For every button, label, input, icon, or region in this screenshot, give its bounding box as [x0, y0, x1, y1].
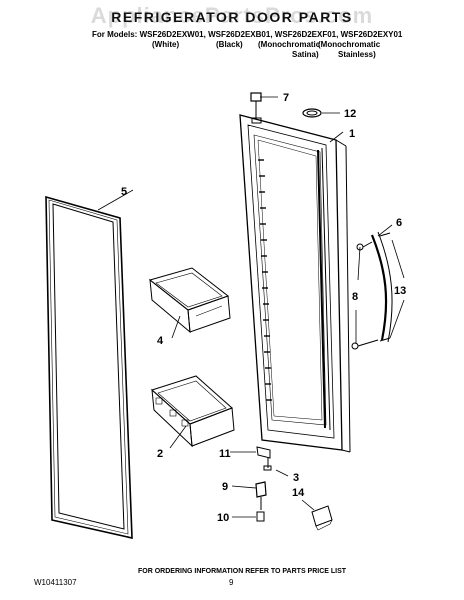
callout-leader-lines — [97, 96, 405, 518]
model-number: WSF26D2EXB01 — [208, 30, 271, 39]
door-gasket-part — [45, 195, 133, 540]
ordering-info-note: FOR ORDERING INFORMATION REFER TO PARTS … — [138, 568, 347, 575]
finish-monochromatic-stainless-line2: Stainless) — [338, 50, 376, 59]
model-number: WSF26D2EXW01 — [139, 30, 204, 39]
callout-3: 3 — [293, 472, 299, 484]
page-title: REFRIGERATOR DOOR PARTS — [111, 9, 353, 25]
door-shelf-rails — [258, 159, 272, 401]
callout-2: 2 — [157, 448, 163, 460]
door-assembly-part — [239, 114, 351, 453]
callout-10: 10 — [217, 512, 229, 524]
callout-4: 4 — [157, 335, 164, 347]
model-number: WSF26D2EXY01 — [340, 30, 403, 39]
page-number: 9 — [229, 578, 234, 587]
callout-6: 6 — [396, 217, 402, 229]
bottom-hinge-parts — [255, 446, 333, 531]
document-number: W10411307 — [34, 578, 77, 587]
upper-door-bin-part — [148, 267, 231, 334]
model-number: WSF26D2EXF01 — [274, 30, 337, 39]
callout-9: 9 — [222, 481, 228, 493]
callout-13: 13 — [394, 285, 406, 297]
callout-5: 5 — [121, 186, 127, 198]
finish-monochromatic-satina-line2: Satina) — [292, 50, 319, 59]
door-handle-part — [370, 231, 393, 343]
callout-14: 14 — [292, 487, 305, 499]
callout-1: 1 — [349, 128, 355, 140]
callout-11: 11 — [219, 448, 231, 460]
callout-numbers: 5 7 12 1 6 8 13 4 2 11 3 9 14 10 — [121, 92, 406, 524]
models-prefix: For Models: — [92, 30, 138, 39]
top-hinge-plug-part — [250, 92, 262, 124]
finish-monochromatic-stainless-line1: (Monochromatic — [318, 40, 381, 49]
callout-12: 12 — [344, 108, 356, 120]
callout-8: 8 — [352, 291, 358, 303]
finish-monochromatic-satina-line1: (Monochromatic — [258, 40, 321, 49]
lower-door-bin-part — [151, 375, 235, 448]
top-bushing-part — [302, 108, 322, 118]
finish-white: (White) — [152, 40, 180, 49]
watermark: AppliancePartsPros.com — [90, 3, 374, 28]
model-list: For Models: WSF26D2EXW01, WSF26D2EXB01, … — [92, 30, 403, 39]
finish-black: (Black) — [216, 40, 243, 49]
callout-7: 7 — [283, 92, 289, 104]
